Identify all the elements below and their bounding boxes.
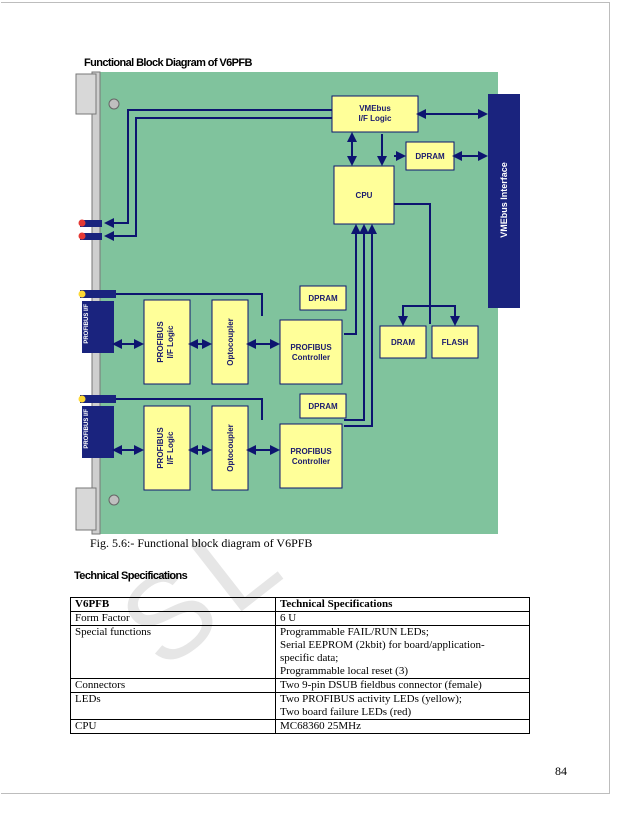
- table-row: Connectors Two 9-pin DSUB fieldbus conne…: [70, 678, 530, 693]
- optocoupler-2-block: [211, 405, 249, 491]
- dpram-top-label: DPRAM: [415, 152, 445, 161]
- fail-led-1-light: [78, 219, 86, 227]
- profibus-if-label-1: PROFIBUS I/F: [84, 304, 90, 344]
- profibus-if-logic-2-label-1: PROFIBUS: [156, 427, 165, 469]
- row-value: Two 9-pin DSUB fieldbus connector (femal…: [275, 678, 530, 693]
- panel-screw-bottom: [108, 494, 120, 506]
- table-header-product: V6PFB: [70, 597, 276, 612]
- vmebus-logic-block: [331, 95, 419, 133]
- dpram-1-label: DPRAM: [308, 294, 338, 303]
- dpram-2-label: DPRAM: [308, 402, 338, 411]
- dram-label: DRAM: [391, 338, 415, 347]
- activity-led-2-light: [78, 395, 86, 403]
- spec-table: V6PFB Technical Specifications Form Fact…: [70, 597, 530, 734]
- profibus-if-logic-1-label-2: I/F Logic: [166, 325, 175, 358]
- figure-caption: Fig. 5.6:- Functional block diagram of V…: [90, 536, 313, 550]
- led-1-to-controller: [116, 293, 263, 316]
- optocoupler-2-label: Optocoupler: [226, 424, 235, 472]
- table-row: CPU MC68360 25MHz: [70, 719, 530, 734]
- row-value: 6 U: [275, 611, 530, 626]
- profibus-controller-1-label-1: PROFIBUS: [290, 343, 332, 352]
- vmebus-logic-label-1: VMEbus: [359, 104, 391, 113]
- dpram-1-block: [299, 285, 347, 311]
- cpu-label: CPU: [356, 191, 373, 200]
- cpu-bus-2: [344, 224, 377, 427]
- row-label: LEDs: [70, 692, 276, 720]
- memory-bus-to-dram: [398, 305, 430, 326]
- activity-led-1-light: [78, 290, 86, 298]
- profibus-if-logic-1-block: [143, 299, 191, 385]
- row-value: MC68360 25MHz: [275, 719, 530, 734]
- logic-to-led: [104, 117, 332, 241]
- flash-label: FLASH: [442, 338, 469, 347]
- profibus-controller-2-block: [279, 423, 343, 489]
- row-label: Connectors: [70, 678, 276, 693]
- row-value: Programmable FAIL/RUN LEDs; Serial EEPRO…: [275, 625, 530, 679]
- dram-block: [379, 325, 427, 359]
- cpu-bus-1: [344, 224, 369, 421]
- table-row: Form Factor 6 U: [70, 611, 530, 626]
- table-row: Special functions Programmable FAIL/RUN …: [70, 625, 530, 679]
- profibus-if-logic-2-block: [143, 405, 191, 491]
- vmebus-interface-block: [488, 94, 520, 308]
- row-label: CPU: [70, 719, 276, 734]
- optocoupler-1-label: Optocoupler: [226, 318, 235, 366]
- flash-block: [431, 325, 479, 359]
- spec-heading: Technical Specifications: [74, 570, 188, 582]
- profibus-controller-2-label-1: PROFIBUS: [290, 447, 332, 456]
- figure-title: Functional Block Diagram of V6PFB: [84, 57, 252, 69]
- profibus-if-logic-1-label-1: PROFIBUS: [156, 321, 165, 363]
- profibus-connector-1: [82, 301, 114, 353]
- profibus-controller-2-label-2: Controller: [292, 457, 330, 466]
- table-header-specs: Technical Specifications: [275, 597, 530, 612]
- table-row: LEDs Two PROFIBUS activity LEDs (yellow)…: [70, 692, 530, 720]
- vmebus-interface-label: VMEbus Interface: [499, 162, 509, 238]
- panel-screw-top: [108, 98, 120, 110]
- logic-to-led-2: [104, 109, 332, 228]
- cpu-to-memory-bus: [394, 203, 431, 324]
- cpu-bus-3: [344, 224, 361, 335]
- page-number: 84: [555, 764, 567, 778]
- led-2-to-controller: [116, 398, 263, 420]
- row-value: Two PROFIBUS activity LEDs (yellow); Two…: [275, 692, 530, 720]
- dpram-top-block: [405, 141, 455, 171]
- memory-bus-to-flash: [430, 305, 460, 326]
- table-header-row: V6PFB Technical Specifications: [70, 597, 530, 612]
- activity-led-2: [80, 395, 116, 403]
- activity-led-1: [80, 290, 116, 298]
- profibus-controller-1-label-2: Controller: [292, 353, 330, 362]
- panel-handle-top: [75, 73, 97, 115]
- block-diagram: PROFIBUS I/F PROFIBUS I/F VMEbus Interfa…: [75, 71, 520, 535]
- page-frame: [1, 2, 610, 794]
- vmebus-logic-label-2: I/F Logic: [359, 114, 392, 123]
- fail-led-2: [80, 233, 102, 240]
- fail-led-1: [80, 220, 102, 227]
- row-label: Special functions: [70, 625, 276, 679]
- fail-led-2-light: [78, 232, 86, 240]
- profibus-if-label-2: PROFIBUS I/F: [84, 409, 90, 449]
- row-label: Form Factor: [70, 611, 276, 626]
- profibus-connector-2: [82, 406, 114, 458]
- profibus-if-logic-2-label-2: I/F Logic: [166, 431, 175, 464]
- profibus-controller-1-block: [279, 319, 343, 385]
- panel-handle-bottom: [75, 487, 97, 531]
- optocoupler-1-block: [211, 299, 249, 385]
- dpram-2-block: [299, 393, 347, 419]
